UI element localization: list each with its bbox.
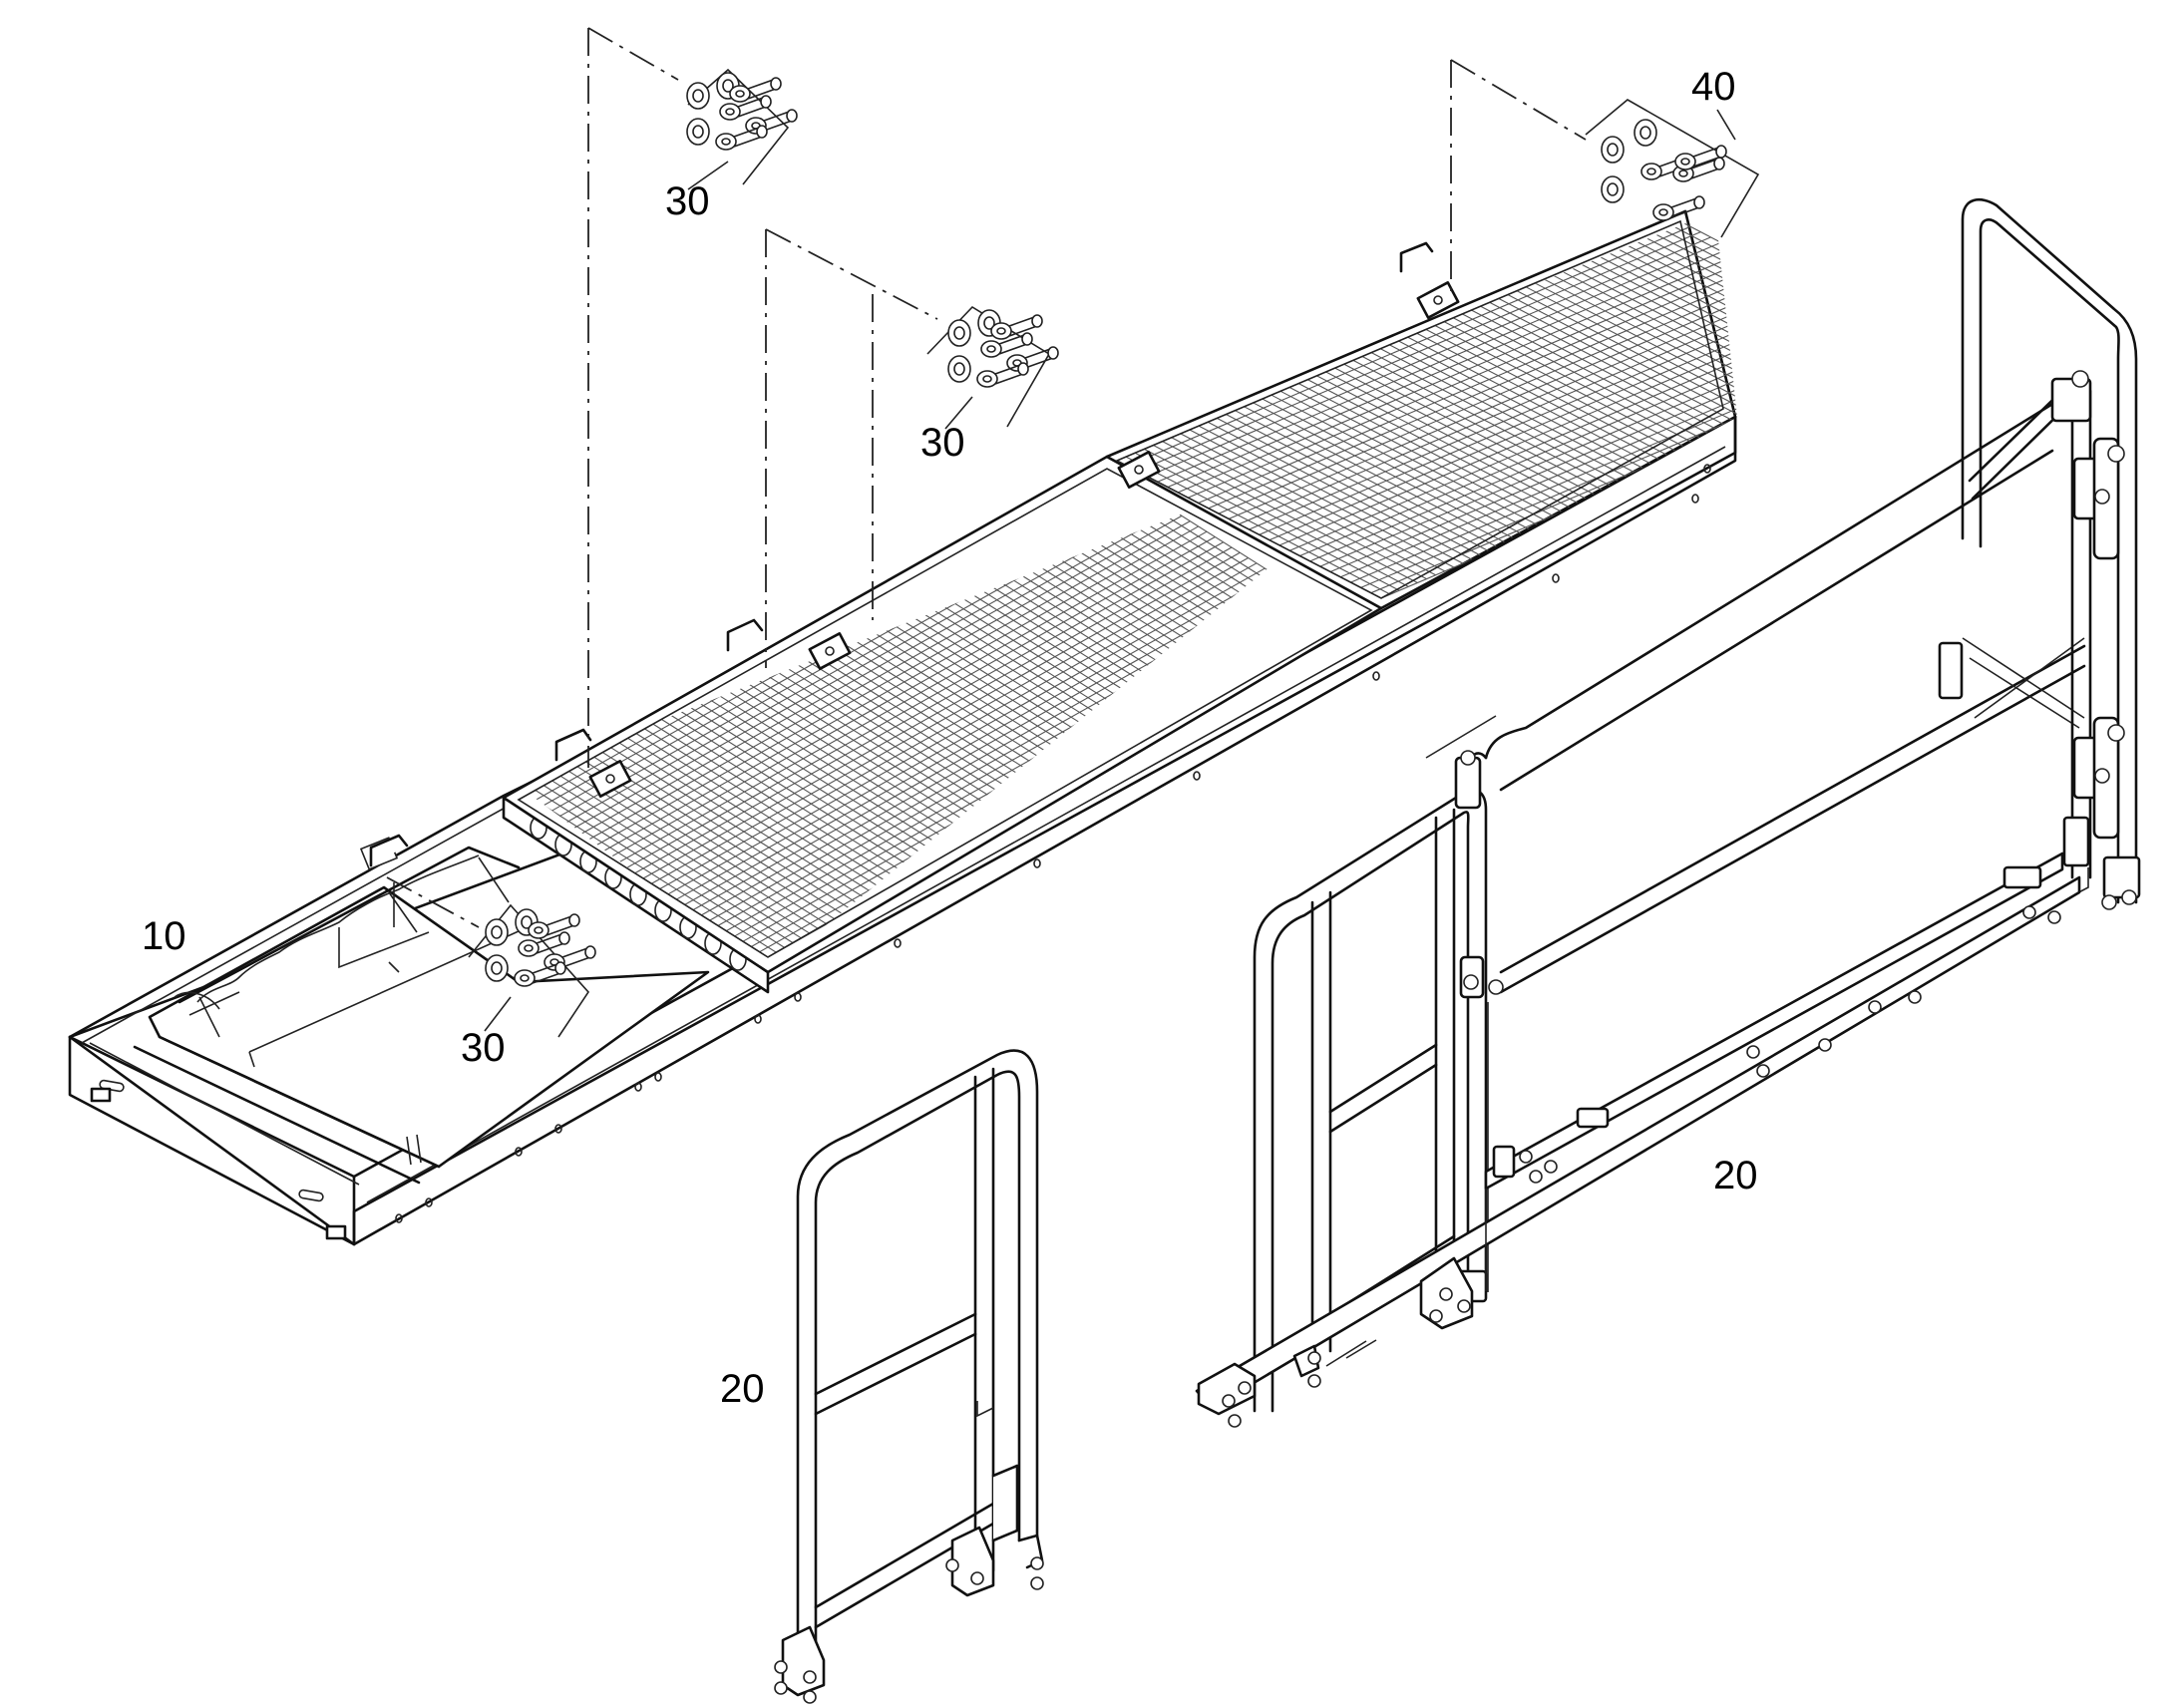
railing-right xyxy=(1195,197,2141,1428)
hardware-kit-right xyxy=(1585,99,1760,238)
callout-railing-right: 20 xyxy=(1713,1154,1758,1197)
explosion-lines xyxy=(386,27,1587,928)
callout-labels: 10 30 30 30 40 20 20 xyxy=(142,65,1758,1411)
grating-panels xyxy=(502,209,1737,974)
hardware-kit-top xyxy=(687,68,797,185)
callout-hardware-top: 30 xyxy=(665,179,710,223)
callout-railing-left: 20 xyxy=(720,1367,765,1411)
hardware-kit-mid xyxy=(926,305,1058,428)
railing-left xyxy=(774,1049,1044,1704)
callout-hardware-mid: 30 xyxy=(920,421,965,465)
callout-hardware-right: 40 xyxy=(1691,65,1736,109)
callout-hardware-low: 30 xyxy=(461,1026,506,1070)
hardware-kit-low xyxy=(468,903,595,1038)
callout-frame: 10 xyxy=(142,914,186,958)
